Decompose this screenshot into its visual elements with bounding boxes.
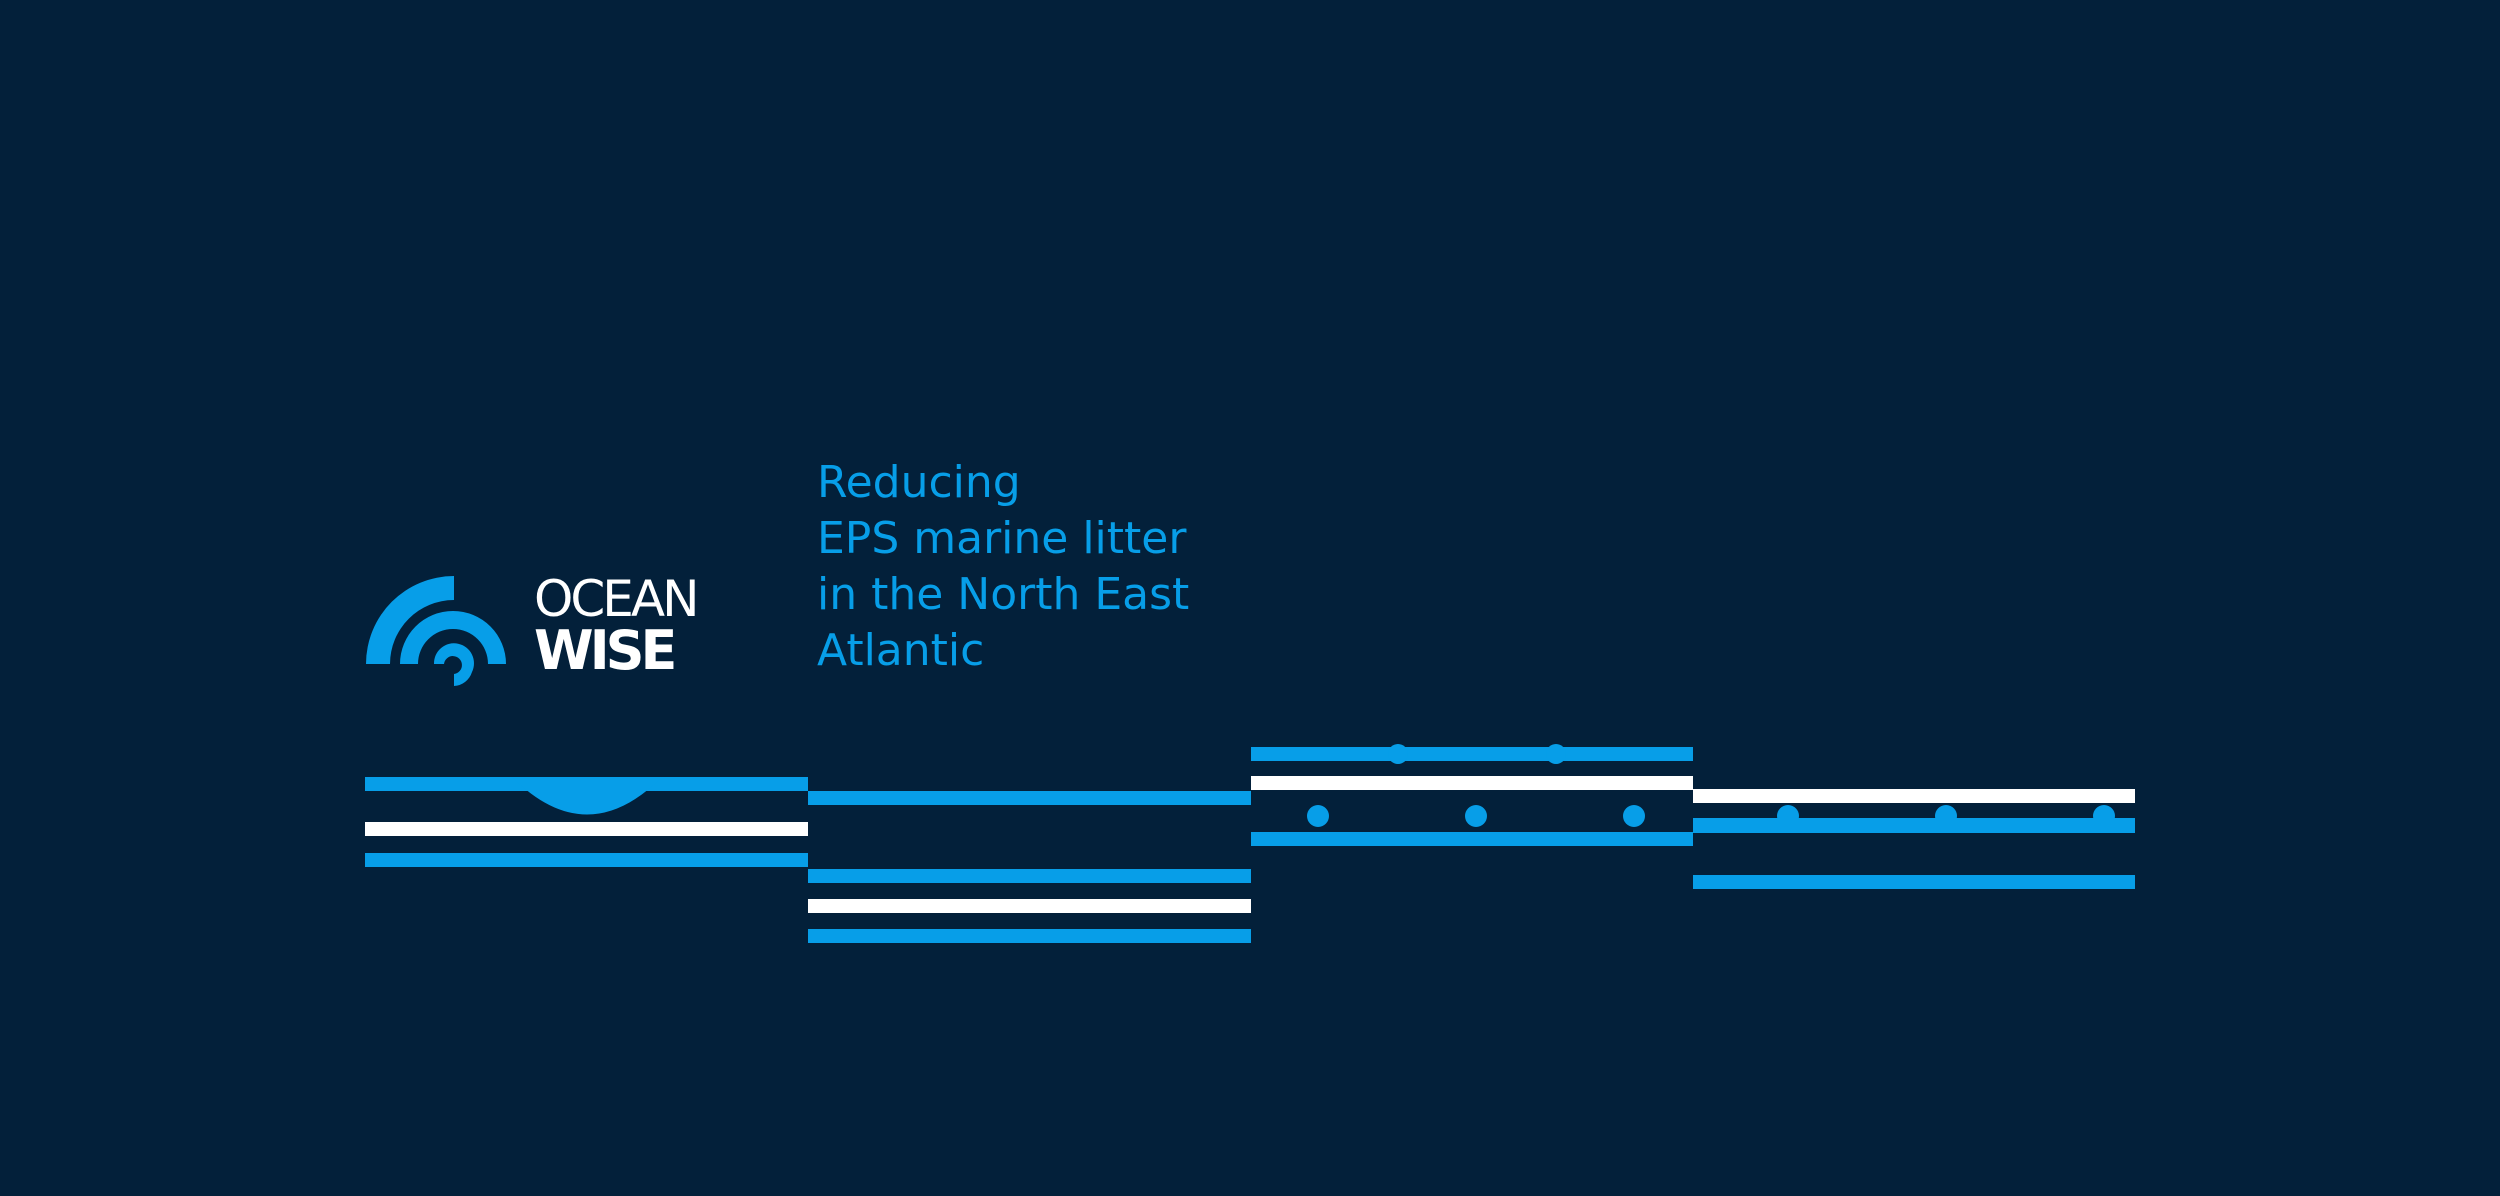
tagline: Reducing EPS marine litter in the North … (817, 455, 1237, 679)
wordmark-line-1: OCEAN (534, 570, 699, 628)
tagline-line-3: in the North East (817, 569, 1190, 620)
tagline-line-2: EPS marine litter (817, 513, 1187, 564)
wave-segment-4 (1693, 789, 2135, 889)
tagline-line-4: Atlantic (817, 625, 985, 676)
wordmark-line-2: WISE (534, 619, 677, 682)
logo: OCEAN WISE (364, 574, 734, 694)
wave-segment-2 (808, 791, 1251, 943)
wordmark: OCEAN WISE (534, 570, 699, 682)
wave-segment-1 (365, 777, 808, 867)
tagline-line-1: Reducing (817, 457, 1021, 508)
ocean-wise-emblem-icon (366, 576, 506, 686)
wave-segment-3 (1251, 744, 1693, 846)
